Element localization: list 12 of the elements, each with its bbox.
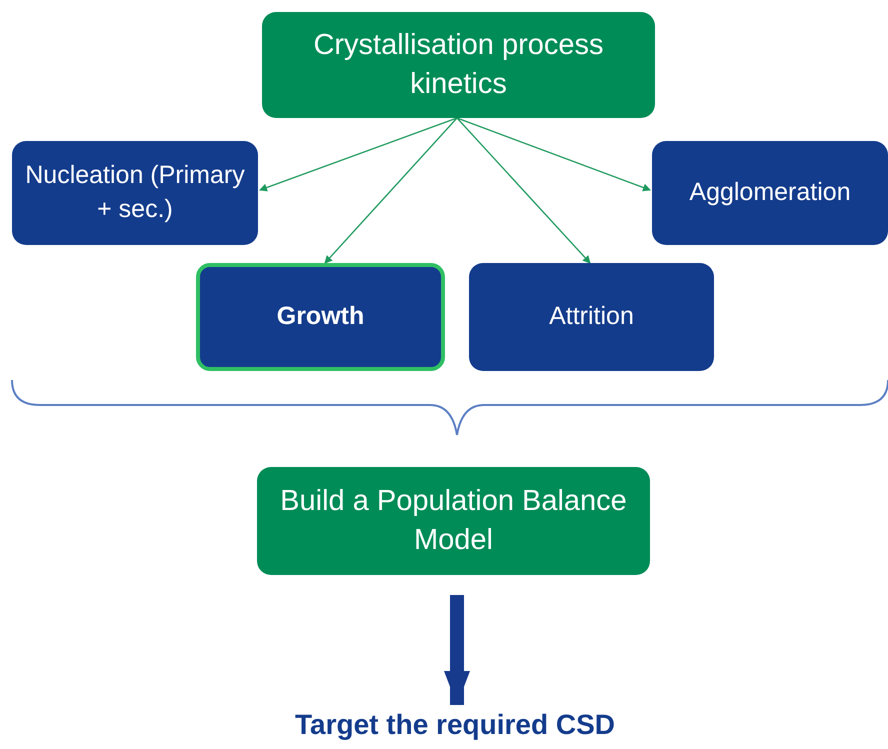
process-box: Attrition xyxy=(469,263,714,371)
arrow xyxy=(444,595,470,705)
process-box: Growth xyxy=(196,263,445,371)
process-box: Agglomeration xyxy=(652,141,888,245)
arrow xyxy=(324,118,458,264)
arrow xyxy=(456,117,651,192)
process-box: Crystallisation process kinetics xyxy=(262,12,655,118)
result-text: Target the required CSD xyxy=(230,705,680,745)
process-box: Build a Population Balance Model xyxy=(257,467,650,575)
arrow xyxy=(259,117,458,192)
arrow xyxy=(456,118,591,264)
process-box: Nucleation (Primary + sec.) xyxy=(12,141,258,245)
